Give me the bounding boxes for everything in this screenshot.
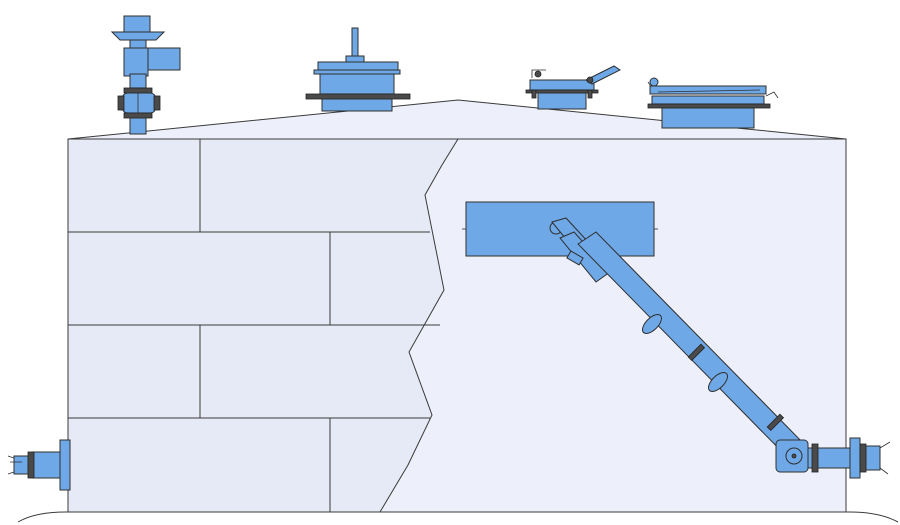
outlet-nozzle — [807, 437, 891, 479]
breather-valve — [110, 15, 181, 135]
tank-shell — [67, 138, 847, 513]
inlet-nozzle — [7, 439, 71, 491]
shell-course-lines — [68, 139, 440, 512]
floating-suction — [462, 201, 809, 473]
gauge-hatch — [525, 65, 621, 110]
vent-manway — [305, 27, 411, 112]
access-manway — [647, 77, 779, 129]
ground-line — [17, 511, 899, 523]
